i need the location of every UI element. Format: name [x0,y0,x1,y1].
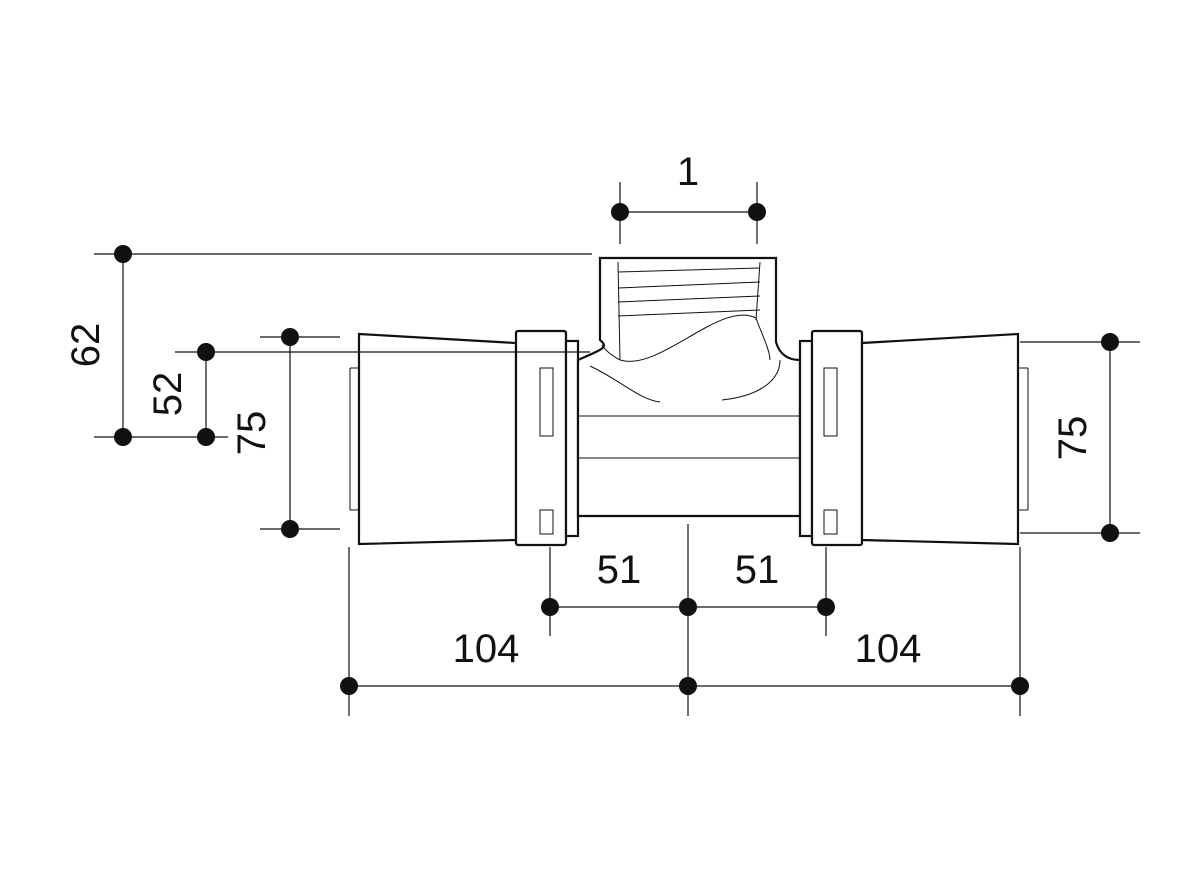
dimension-center-51: 51 51 [541,548,835,616]
dim-label-52: 52 [146,372,190,417]
dimension-overall-104: 104 104 [340,627,1029,695]
left-ring [564,339,580,538]
right-sleeve [860,332,1020,546]
left-sleeve [357,332,518,546]
dim-label-104-right: 104 [855,627,922,671]
center-body [576,256,802,518]
dim-label-62: 62 [64,323,108,368]
left-collar [514,329,568,547]
dim-label-75-right: 75 [1051,416,1095,461]
dim-label-75-left: 75 [230,411,274,456]
dimension-left-62: 62 [64,245,132,446]
right-ring [798,339,814,538]
dim-label-51-left: 51 [597,548,642,592]
fitting-body [349,256,1029,547]
dim-label-104-left: 104 [453,627,520,671]
dimension-left-75: 75 [230,328,299,538]
dim-label-top: 1 [677,150,699,194]
dim-label-51-right: 51 [735,548,780,592]
dimension-left-52: 52 [146,343,215,446]
dimension-right-75: 75 [1051,333,1119,542]
dimension-top-thread: 1 [611,150,766,221]
